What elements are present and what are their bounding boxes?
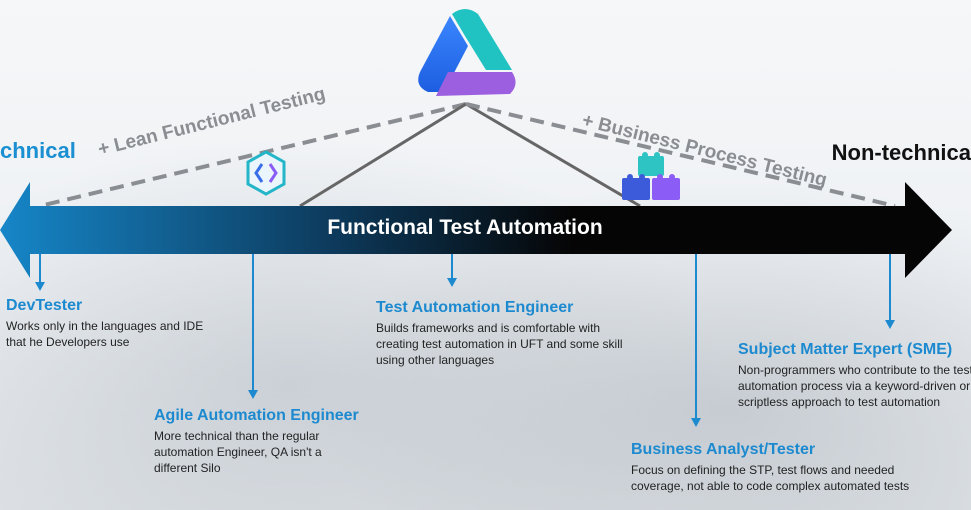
triangle-logo-icon <box>418 9 516 96</box>
role-pointers <box>35 254 895 427</box>
role-description: Focus on defining the STP, test flows an… <box>631 463 910 493</box>
role-business-analyst-tester: Business Analyst/Tester Focus on definin… <box>631 441 911 494</box>
role-title: Test Automation Engineer <box>376 299 574 316</box>
role-description: Works only in the languages and IDE that… <box>6 319 204 349</box>
role-agile-automation-engineer: Agile Automation Engineer More technical… <box>154 407 364 476</box>
role-subject-matter-expert: Subject Matter Expert (SME) Non-programm… <box>738 341 971 410</box>
hexagon-code-icon <box>246 150 286 196</box>
role-title: Subject Matter Expert (SME) <box>738 341 953 358</box>
axis-title: Functional Test Automation <box>327 216 603 239</box>
role-title: DevTester <box>6 297 83 314</box>
role-title: Business Analyst/Tester <box>631 441 816 458</box>
building-blocks-icon <box>622 152 680 200</box>
role-description: Builds frameworks and is comfortable wit… <box>376 321 623 367</box>
non-technical-end-label: Non-technica <box>831 140 971 165</box>
apex-connectors <box>39 102 896 208</box>
functional-automation-arrow <box>0 182 952 278</box>
technical-end-label: chnical <box>0 138 76 163</box>
role-description: Non-programmers who contribute to the te… <box>738 363 971 409</box>
role-test-automation-engineer: Test Automation Engineer Builds framewor… <box>376 299 646 368</box>
role-devtester: DevTester Works only in the languages an… <box>6 297 216 350</box>
role-title: Agile Automation Engineer <box>154 407 359 424</box>
role-description: More technical than the regular automati… <box>154 429 322 475</box>
